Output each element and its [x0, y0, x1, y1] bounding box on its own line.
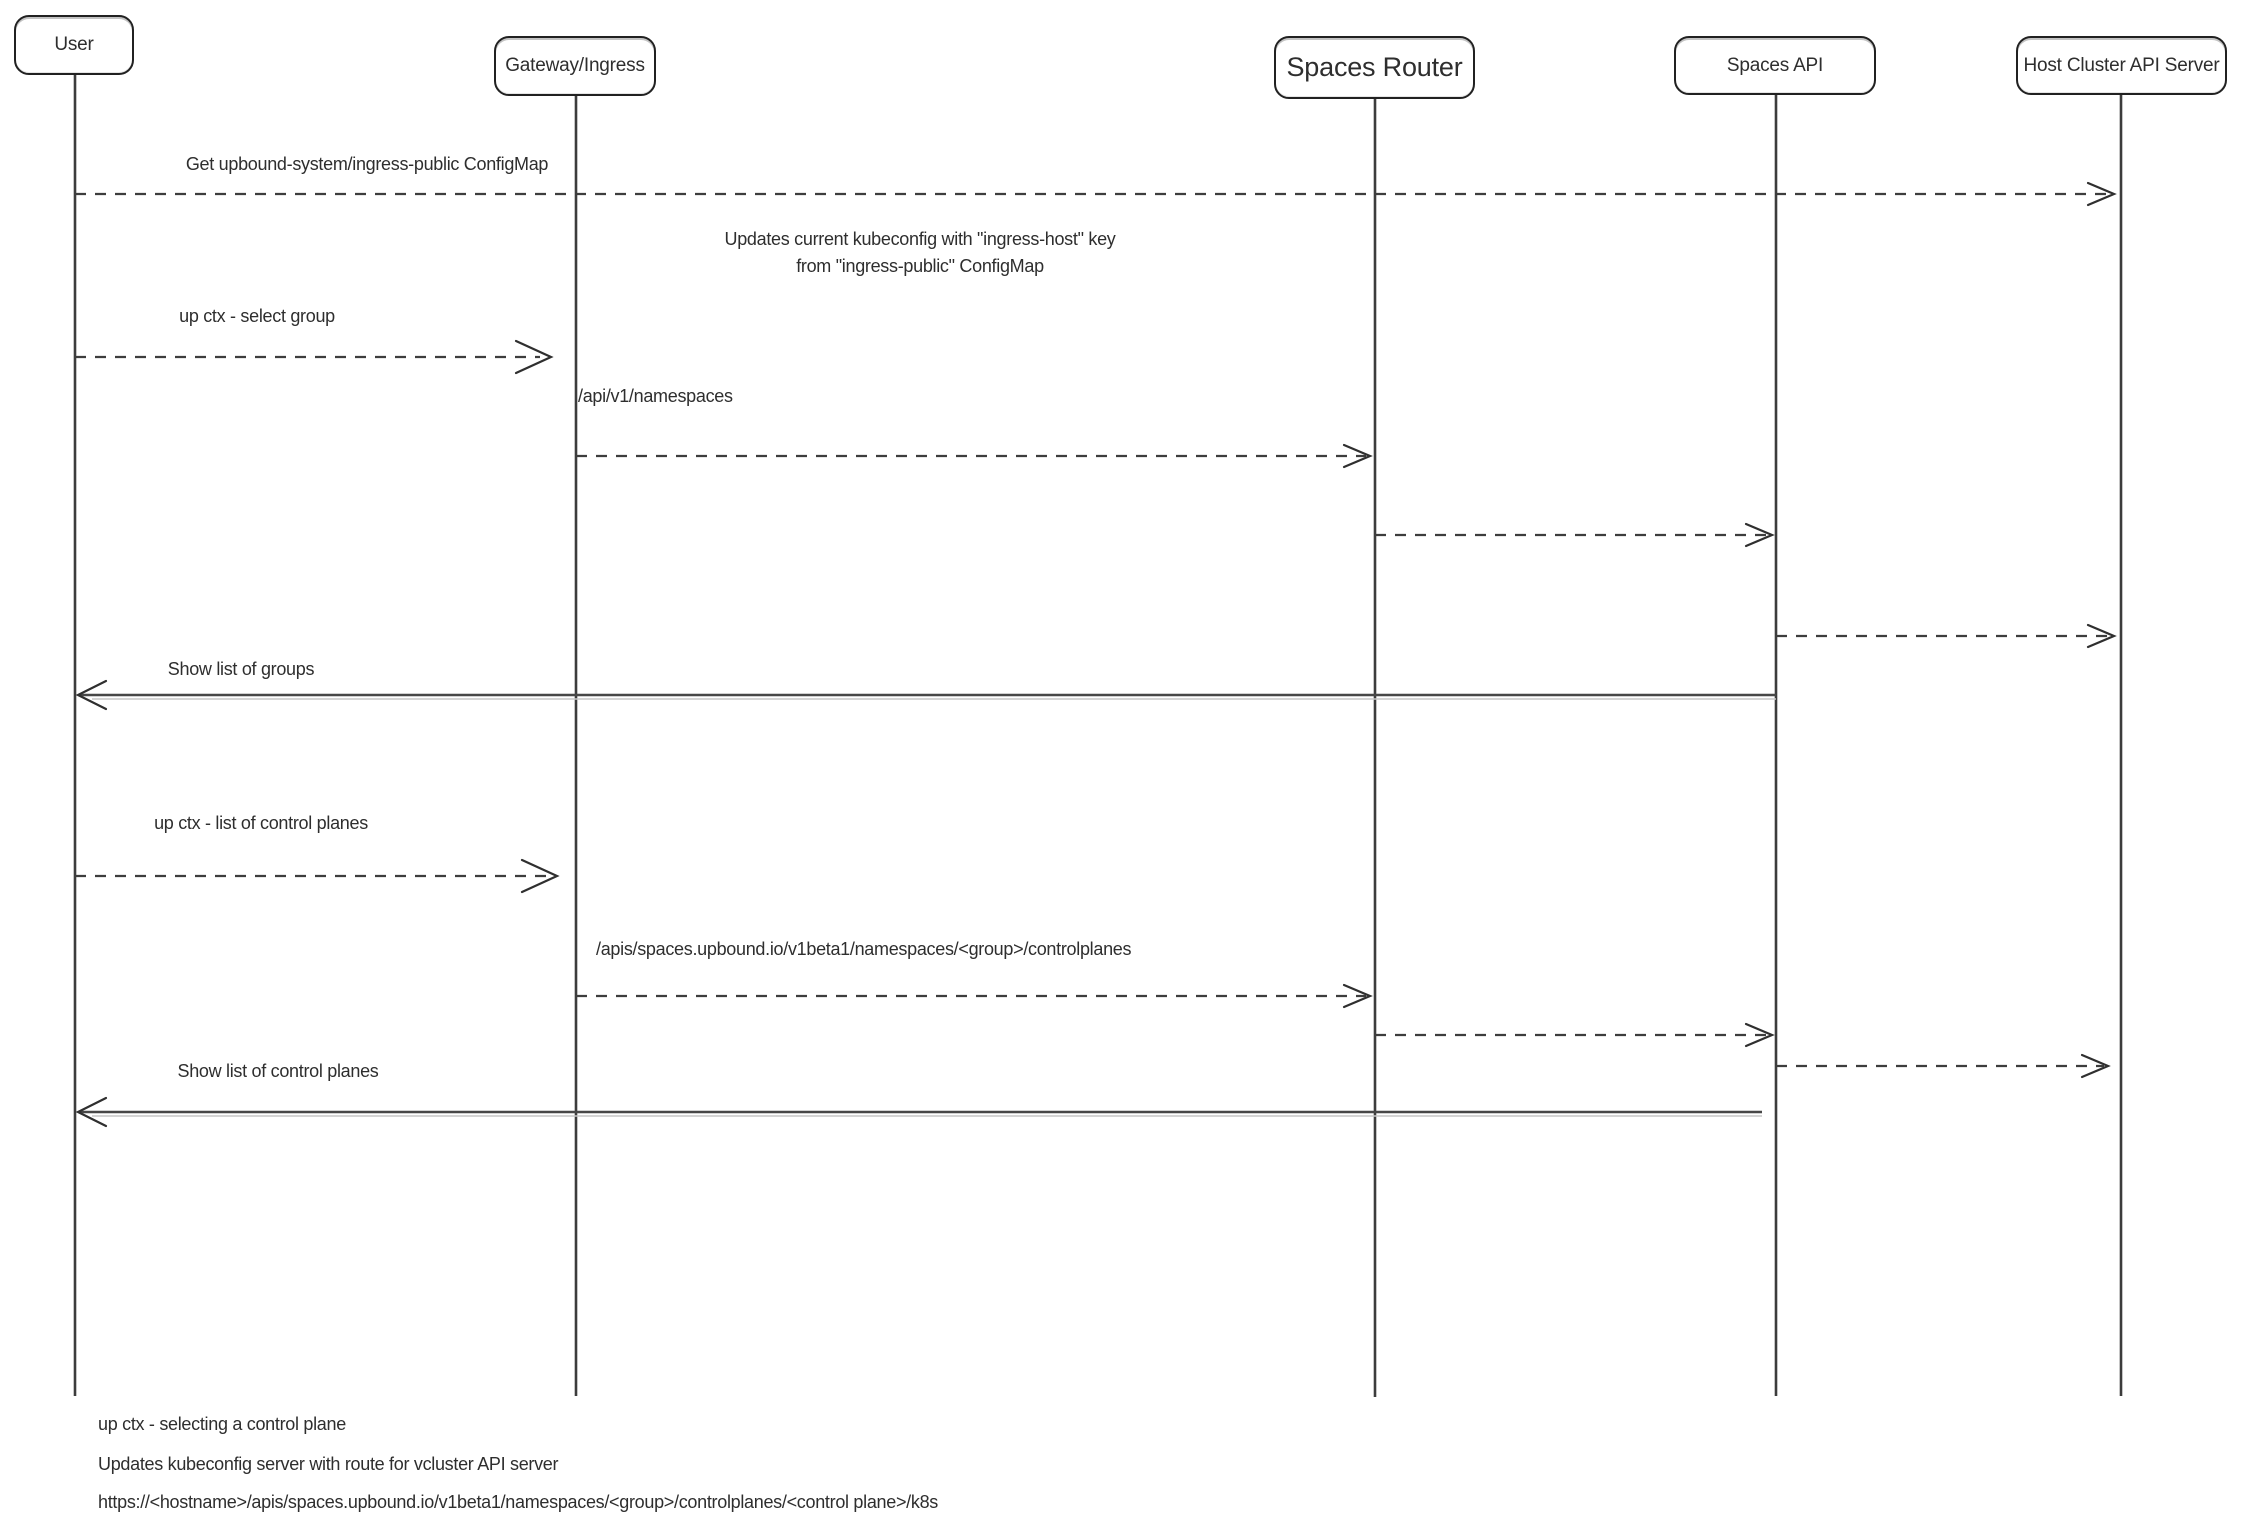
message-4-arrow: [1375, 522, 1775, 548]
actor-gateway-ingress-label: Gateway/Ingress: [505, 55, 645, 76]
message-3-label: /api/v1/namespaces: [578, 386, 733, 406]
message-11-arrow: [75, 1096, 1762, 1128]
arrowhead-right: [1744, 522, 1775, 548]
message-1-arrow: [75, 181, 2117, 207]
message-11-label: Show list of control planes: [177, 1061, 379, 1081]
actor-spaces-api-box: Spaces API: [1674, 36, 1876, 95]
message-1-label: Get upbound-system/ingress-public Config…: [185, 154, 549, 174]
actor-spaces-router-label: Spaces Router: [1286, 52, 1463, 82]
message-7-arrow: [75, 858, 560, 894]
arrowhead-left: [75, 1096, 108, 1128]
actor-user-label: User: [54, 34, 94, 55]
message-2-label: up ctx - select group: [179, 306, 335, 326]
actor-gateway-ingress-box: Gateway/Ingress: [494, 36, 656, 96]
actor-spaces-router-box: Spaces Router: [1274, 36, 1475, 99]
message-6-label: Show list of groups: [167, 659, 315, 679]
arrowhead-right: [2086, 623, 2117, 649]
footnote-updates-kubeconfig-server: Updates kubeconfig server with route for…: [98, 1454, 559, 1474]
arrowhead-right: [1744, 1022, 1775, 1048]
actor-user-box: User: [14, 15, 134, 75]
arrowhead-right: [1342, 983, 1373, 1009]
message-7-label: up ctx - list of control planes: [154, 813, 368, 833]
arrowhead-left: [75, 679, 108, 711]
arrowhead-right: [2080, 1053, 2111, 1079]
note-line-1: Updates current kubeconfig with "ingress…: [724, 229, 1116, 249]
message-6-arrow: [75, 679, 1776, 711]
arrowhead-right: [1342, 443, 1373, 469]
arrowhead-right: [2086, 181, 2117, 207]
arrowhead-right: [520, 858, 560, 894]
note-updates-kubeconfig: Updates current kubeconfig with "ingress…: [725, 226, 1116, 280]
footnote-vcluster-url: https://<hostname>/apis/spaces.upbound.i…: [98, 1492, 938, 1512]
actor-host-cluster-api-server-box: Host Cluster API Server: [2016, 36, 2227, 95]
message-10-arrow: [1776, 1053, 2111, 1079]
arrowhead-right: [514, 339, 554, 375]
message-3-arrow: [576, 443, 1373, 469]
actor-host-cluster-api-server-label: Host Cluster API Server: [2023, 54, 2220, 76]
actor-spaces-api-label: Spaces API: [1726, 54, 1824, 76]
footnote-selecting-control-plane: up ctx - selecting a control plane: [98, 1414, 346, 1434]
message-5-arrow: [1776, 623, 2117, 649]
message-9-arrow: [1375, 1022, 1775, 1048]
message-2-arrow: [75, 339, 554, 375]
message-8-arrow: [576, 983, 1373, 1009]
message-8-label: /apis/spaces.upbound.io/v1beta1/namespac…: [596, 939, 1132, 959]
note-line-2: from "ingress-public" ConfigMap: [796, 256, 1044, 276]
